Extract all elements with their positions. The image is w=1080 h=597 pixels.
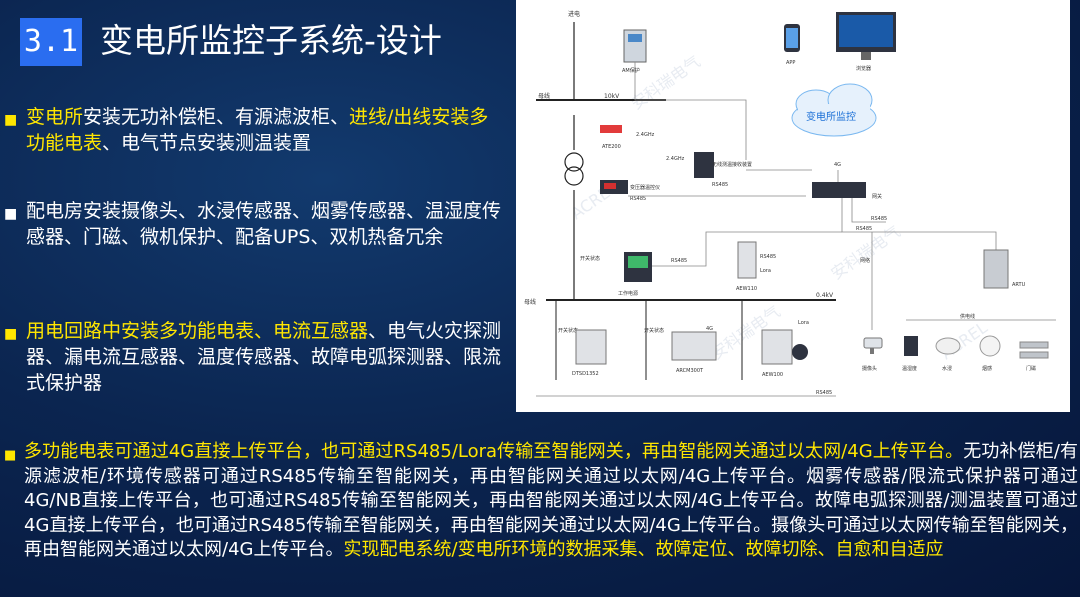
smoke-label: 烟感 — [982, 365, 992, 372]
text-segment: 安装无功补偿柜、有源滤波柜、 — [83, 106, 349, 128]
dtsd-meter-icon — [576, 330, 606, 364]
signal-4g-label-2: 4G — [706, 326, 713, 332]
arcm-detector-icon — [672, 332, 716, 360]
freq-1-label: 2.4GHz — [636, 132, 655, 138]
signal-4g-label: 4G — [834, 162, 841, 168]
rs485-label-4: RS485 — [856, 226, 872, 232]
door-label: 门磁 — [1026, 365, 1036, 372]
rs485-label-3: RS485 — [871, 216, 887, 222]
text-segment: 变电所 — [26, 106, 83, 128]
rs485-label-2: RS485 — [630, 196, 646, 202]
artu-cabinet-icon — [984, 250, 1008, 288]
system-diagram-panel: 安科瑞电气 ACREL 安科瑞电气 ACREL 安科瑞电气 进电 母线 10kV… — [516, 0, 1070, 412]
bullet-2-text: 配电房安装摄像头、水浸传感器、烟雾传感器、温湿度传感器、门磁、微机保护、配备UP… — [26, 198, 504, 250]
camera-label: 摄像头 — [862, 365, 877, 372]
lora-label-2: Lora — [798, 320, 809, 326]
switch-state-label-2: 开关状态 — [558, 327, 578, 334]
protection-relay-screen-icon — [628, 34, 642, 42]
summary-paragraph: ■ 多功能电表可通过4G直接上传平台，也可通过RS485/Lora传输至智能网关… — [4, 440, 1078, 563]
ate-sensor-icon — [600, 125, 622, 133]
aew100-label: AEW100 — [762, 372, 783, 378]
freq-2-label: 2.4GHz — [666, 156, 685, 162]
bullet-square-icon: ■ — [4, 321, 17, 347]
rs485-label-5: RS485 — [671, 258, 687, 264]
gateway-label: 网关 — [872, 193, 882, 200]
water-sensor-icon — [936, 338, 960, 354]
ate-label: ATE200 — [602, 144, 621, 150]
bullet-1: ■ 变电所安装无功补偿柜、有源滤波柜、进线/出线安装多功能电表、电气节点安装测温… — [4, 104, 504, 156]
bullet-square-icon: ■ — [4, 107, 17, 133]
bullet-3-text: 用电回路中安装多功能电表、电流互感器、电气火灾探测器、漏电流互感器、温度传感器、… — [26, 318, 504, 396]
power-source-label: 供电线 — [960, 313, 975, 320]
text-segment: 用电回路中安装多功能电表、电流互感器 — [26, 320, 368, 342]
aew110-icon — [738, 242, 756, 278]
hv-voltage-label: 10kV — [604, 93, 620, 100]
transformer-icon — [565, 153, 583, 171]
bullet-1-text: 变电所安装无功补偿柜、有源滤波柜、进线/出线安装多功能电表、电气节点安装测温装置 — [26, 104, 504, 156]
bullet-square-icon: ■ — [4, 444, 16, 469]
ethernet-label: 网络 — [860, 257, 870, 264]
switch-state-label-3: 开关状态 — [644, 327, 664, 334]
water-label: 水浸 — [942, 365, 952, 372]
cloud-platform-icon — [792, 84, 876, 136]
wireless-receiver-icon — [694, 152, 714, 178]
page-title: 变电所监控子系统-设计 — [100, 16, 442, 66]
text-segment: 多功能电表可通过4G直接上传平台，也可通过RS485/Lora传输至智能网关，再… — [24, 441, 963, 462]
lv-bus-label: 母线 — [524, 298, 536, 306]
lv-voltage-label: 0.4kV — [816, 292, 834, 299]
bullet-square-icon: ■ — [4, 201, 17, 227]
main-meter-label: 工作电源 — [618, 290, 638, 297]
switch-state-label-1: 开关状态 — [580, 255, 600, 262]
system-diagram: 安科瑞电气 ACREL 安科瑞电气 ACREL 安科瑞电气 进电 母线 10kV… — [516, 0, 1070, 412]
artu-label: ARTU — [1012, 282, 1026, 288]
section-number-badge: 3.1 — [20, 18, 82, 66]
smoke-sensor-icon — [980, 336, 1000, 356]
protection-relay-label: AM保护 — [622, 67, 640, 74]
humidity-sensor-icon — [904, 336, 918, 356]
camera-icon — [864, 338, 882, 354]
watermark: 安科瑞电气 ACREL 安科瑞电气 ACREL 安科瑞电气 — [567, 52, 991, 363]
text-segment: 、电气节点安装测温装置 — [102, 132, 311, 154]
lora-label-1: Lora — [760, 268, 771, 274]
incoming-label: 进电 — [568, 10, 580, 18]
app-label: APP — [786, 60, 795, 66]
aew110-label: AEW110 — [736, 286, 757, 292]
door-sensor-icon — [1020, 342, 1048, 348]
wireless-receiver-label: 无线测温接收装置 — [712, 161, 752, 168]
humidity-label: 温湿度 — [902, 365, 917, 372]
aew100-icon — [762, 330, 792, 364]
cloud-label: 变电所监控 — [806, 110, 856, 123]
bullet-3: ■ 用电回路中安装多功能电表、电流互感器、电气火灾探测器、漏电流互感器、温度传感… — [4, 318, 504, 396]
dtsd-label: DTSD1352 — [572, 371, 599, 377]
text-segment: 配电房安装摄像头、水浸传感器、烟雾传感器、温湿度传感器、门磁、微机保护、配备UP… — [26, 200, 501, 248]
bullet-2: ■ 配电房安装摄像头、水浸传感器、烟雾传感器、温湿度传感器、门磁、微机保护、配备… — [4, 198, 504, 250]
text-segment: 实现配电系统/变电所环境的数据采集、故障定位、故障切除、自愈和自适应 — [343, 539, 943, 560]
rs485-label-1: RS485 — [712, 182, 728, 188]
temp-controller-label: 变压器温控仪 — [630, 184, 660, 191]
browser-label: 浏览器 — [856, 65, 871, 72]
rs485-label-6: RS485 — [760, 254, 776, 260]
rs485-label-7: RS485 — [816, 390, 832, 396]
hv-bus-label: 母线 — [538, 92, 550, 100]
summary-text: 多功能电表可通过4G直接上传平台，也可通过RS485/Lora传输至智能网关，再… — [24, 440, 1078, 563]
arcm-label: ARCM300T — [676, 368, 704, 374]
gateway-icon — [812, 182, 866, 198]
